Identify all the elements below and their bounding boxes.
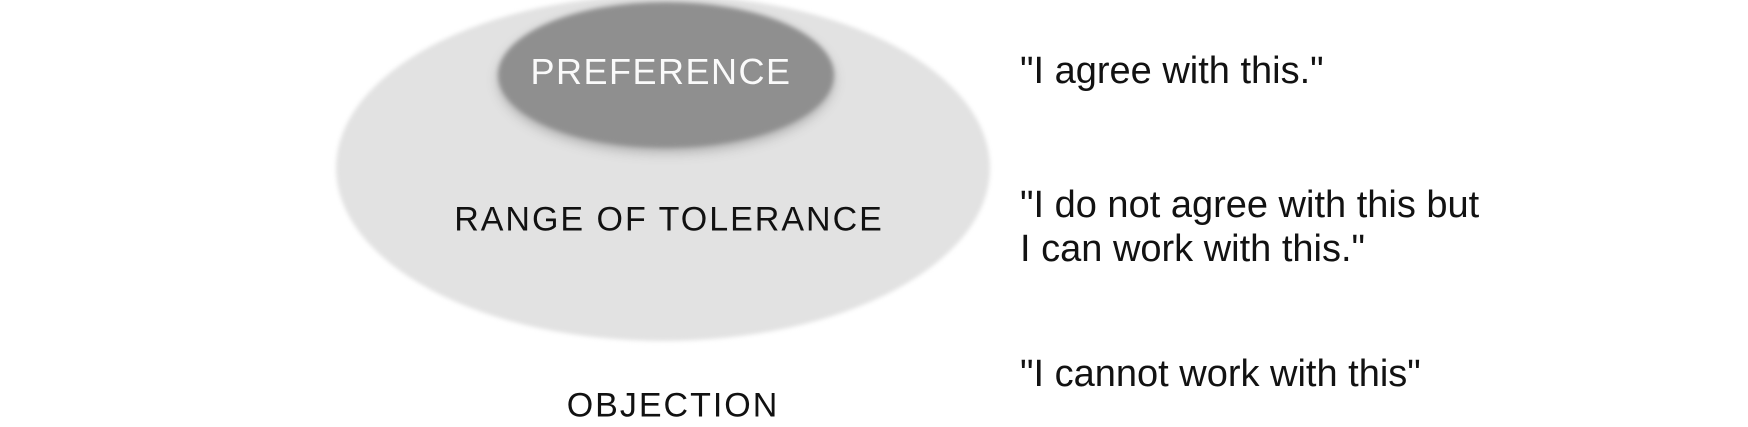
range-of-tolerance-quote-line-1: "I do not agree with this but <box>1020 183 1480 226</box>
preference-quote: "I agree with this." <box>1020 49 1324 92</box>
objection-quote: "I cannot work with this" <box>1020 352 1421 395</box>
preference-ellipse <box>498 2 834 148</box>
range-of-tolerance-quote-line-2: I can work with this." <box>1020 228 1366 270</box>
range-of-tolerance-label: RANGE OF TOLERANCE <box>454 200 884 239</box>
preference-label: PREFERENCE <box>530 51 792 92</box>
range-of-tolerance-quote: "I do not agree with this but I can work… <box>1020 183 1479 271</box>
objection-label: OBJECTION <box>566 386 780 425</box>
